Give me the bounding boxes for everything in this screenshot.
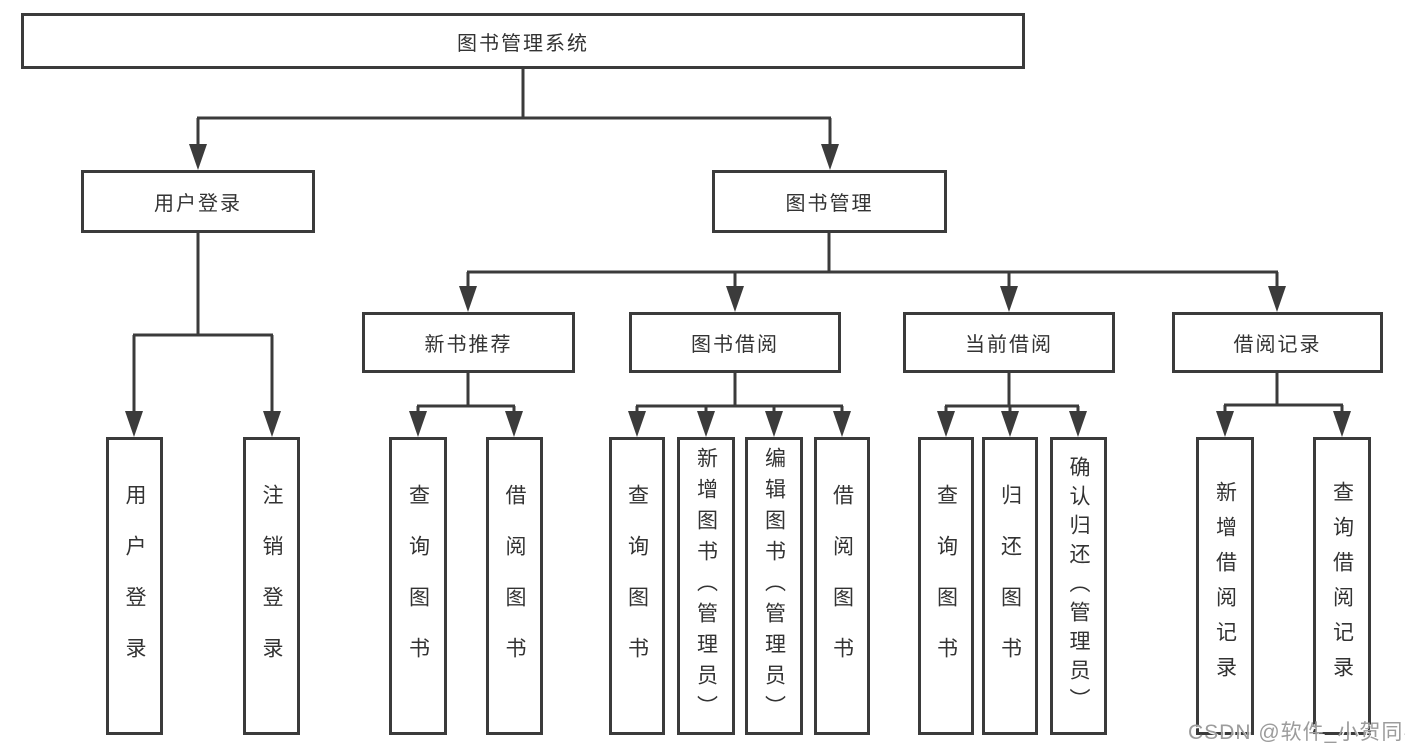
leaf-confirm-return-admin: 确认归还（管理员） xyxy=(1050,437,1107,735)
connector-bookmgmt-to-level2 xyxy=(466,233,1279,289)
node-user-login: 用户登录 xyxy=(81,170,315,233)
arrowhead-down xyxy=(409,411,427,437)
arrowhead-down xyxy=(1333,411,1351,437)
node-label: 归还图书 xyxy=(998,484,1022,688)
node-root: 图书管理系统 xyxy=(21,13,1025,69)
arrowhead-down xyxy=(628,411,646,437)
arrowhead-down xyxy=(765,411,783,437)
arrowhead-down xyxy=(833,411,851,437)
node-label: 新增借阅记录 xyxy=(1213,481,1237,691)
node-label: 新增图书（管理员） xyxy=(694,446,718,726)
node-book-management: 图书管理 xyxy=(712,170,947,233)
node-book-borrow: 图书借阅 xyxy=(629,312,841,373)
arrowhead-down xyxy=(1069,411,1087,437)
connector-borrowrecord-to-leaves xyxy=(1223,373,1344,414)
arrowhead-down xyxy=(1001,411,1019,437)
arrowhead-down xyxy=(505,411,523,437)
leaf-recommend-borrow-book: 借阅图书 xyxy=(486,437,543,735)
connector-bookborrow-to-leaves xyxy=(635,373,844,414)
arrowhead-down xyxy=(1268,286,1286,312)
leaf-logout: 注销登录 xyxy=(243,437,300,735)
leaf-user-login: 用户登录 xyxy=(106,437,163,735)
node-label: 用户登录 xyxy=(123,484,146,688)
leaf-borrow-query-book: 查询图书 xyxy=(609,437,665,735)
node-label: 新书推荐 xyxy=(424,334,513,356)
node-label: 查询图书 xyxy=(406,484,430,688)
node-current-borrow: 当前借阅 xyxy=(903,312,1115,373)
node-label: 借阅图书 xyxy=(503,484,526,688)
arrowhead-down xyxy=(263,411,281,437)
leaf-current-query-book: 查询图书 xyxy=(918,437,974,735)
leaf-recommend-query-book: 查询图书 xyxy=(389,437,447,735)
arrowhead-down xyxy=(1000,286,1018,312)
node-label: 查询图书 xyxy=(625,484,649,688)
leaf-add-book-admin: 新增图书（管理员） xyxy=(677,437,735,735)
connector-newbookrec-to-leaves xyxy=(416,373,516,414)
arrowhead-down xyxy=(1216,411,1234,437)
arrowhead-down xyxy=(697,411,715,437)
leaf-return-book: 归还图书 xyxy=(982,437,1038,735)
arrowhead-down xyxy=(726,286,744,312)
leaf-borrow-book: 借阅图书 xyxy=(814,437,870,735)
node-label: 用户登录 xyxy=(154,193,242,215)
arrowheads xyxy=(125,144,1351,437)
connector-currentborrow-to-leaves xyxy=(944,373,1080,414)
node-label: 确认归还（管理员） xyxy=(1067,455,1090,717)
arrowhead-down xyxy=(459,286,477,312)
node-label: 借阅记录 xyxy=(1233,334,1322,356)
arrowhead-down xyxy=(821,144,839,170)
leaf-add-borrow-record: 新增借阅记录 xyxy=(1196,437,1254,735)
node-label: 图书管理系统 xyxy=(457,32,589,55)
node-new-book-recommend: 新书推荐 xyxy=(362,312,575,373)
node-label: 图书借阅 xyxy=(691,334,779,356)
node-label: 注销登录 xyxy=(260,484,283,688)
watermark: CSDN @软件_小贺同学 xyxy=(1188,721,1405,744)
node-label: 查询借阅记录 xyxy=(1330,481,1354,691)
leaf-edit-book-admin: 编辑图书（管理员） xyxy=(745,437,803,735)
node-label: 编辑图书（管理员） xyxy=(762,446,786,726)
connector-root-to-level1 xyxy=(196,69,832,147)
node-label: 图书管理 xyxy=(785,193,874,215)
arrowhead-down xyxy=(937,411,955,437)
node-borrow-record: 借阅记录 xyxy=(1172,312,1383,373)
node-label: 查询图书 xyxy=(934,484,958,688)
arrowhead-down xyxy=(189,144,207,170)
leaf-query-borrow-record: 查询借阅记录 xyxy=(1313,437,1371,735)
connector-userlogin-to-leaves xyxy=(132,233,274,414)
arrowhead-down xyxy=(125,411,143,437)
node-label: 当前借阅 xyxy=(965,334,1053,356)
node-label: 借阅图书 xyxy=(830,484,854,688)
